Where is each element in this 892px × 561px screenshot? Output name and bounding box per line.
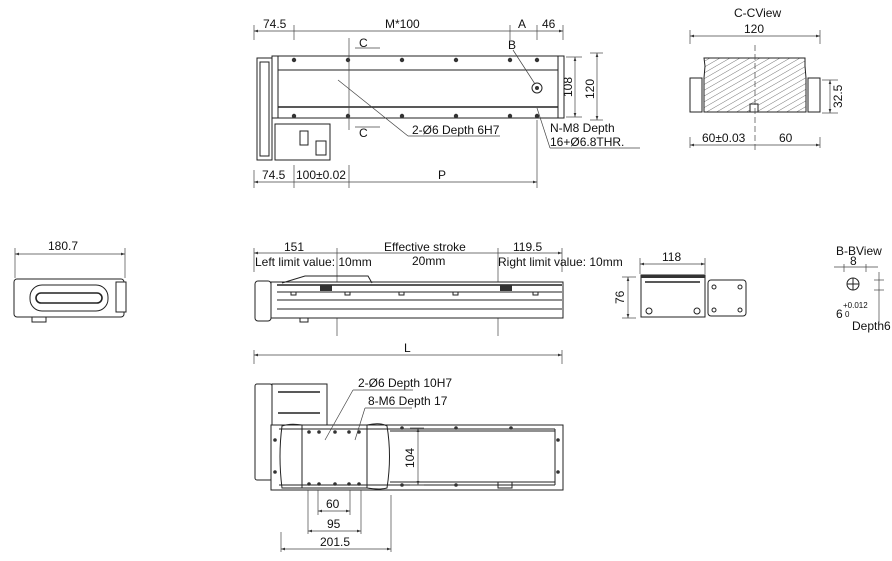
dim-a: A bbox=[518, 17, 526, 31]
stroke-value: 20mm bbox=[412, 254, 445, 268]
bb-tol-upper: +0.012 bbox=[843, 301, 868, 310]
dim-120: 120 bbox=[583, 79, 597, 99]
dim-104: 104 bbox=[403, 448, 417, 468]
mounting-holes bbox=[291, 57, 540, 119]
cc-dim-60-tol: 60±0.03 bbox=[702, 131, 746, 145]
dim-108: 108 bbox=[561, 77, 575, 97]
dim-p: P bbox=[438, 168, 446, 182]
side-view: 151 Effective stroke 119.5 Left limit va… bbox=[253, 240, 636, 336]
dim-118: 118 bbox=[662, 250, 681, 264]
cc-view-title: C-CView bbox=[734, 6, 781, 20]
section-mark-c-top: C bbox=[359, 36, 368, 50]
bb-dia-6: 6 bbox=[836, 307, 843, 321]
bb-view-title: B-BView bbox=[836, 244, 882, 258]
right-end-view: 118 bbox=[639, 250, 747, 318]
callout-thread-bottom: 8-M6 Depth 17 bbox=[368, 394, 448, 408]
point-b-label: B bbox=[508, 38, 516, 52]
left-end-view: 180.7 bbox=[13, 239, 127, 323]
right-limit-label: Right limit value: 10mm bbox=[498, 255, 623, 269]
callout-pin-hole: 2-Ø6 Depth 6H7 bbox=[412, 123, 500, 137]
motor-end-plate bbox=[256, 57, 273, 161]
dim-74-5-top: 74.5 bbox=[263, 17, 287, 31]
cc-dim-120: 120 bbox=[744, 22, 764, 36]
cc-dim-32-5: 32.5 bbox=[831, 84, 845, 108]
carriage-bellows-left bbox=[279, 423, 303, 489]
callout-thread-line1: N-M8 Depth bbox=[550, 121, 615, 135]
actuator-body bbox=[271, 55, 565, 119]
bb-tol-lower: 0 bbox=[845, 310, 850, 319]
point-b-hole bbox=[531, 82, 543, 94]
dim-46: 46 bbox=[542, 17, 556, 31]
effective-stroke-label: Effective stroke bbox=[384, 240, 466, 254]
bb-depth: Depth6 bbox=[852, 319, 891, 333]
b-b-view: B-BView 8 6 +0.012 0 Depth6 bbox=[834, 244, 891, 333]
bb-dim-8: 8 bbox=[850, 254, 857, 268]
dim-180-7: 180.7 bbox=[48, 239, 78, 253]
dim-201-5: 201.5 bbox=[320, 535, 350, 549]
c-c-view: C-CView 120 32.5 60±0.03 60 bbox=[689, 6, 845, 150]
bottom-view: L 104 2-Ø6 Depth 10H7 8-M6 Depth 17 60 9… bbox=[253, 341, 564, 552]
callout-thread-line2: 16+Ø6.8THR. bbox=[550, 135, 624, 149]
section-mark-c-bottom: C bbox=[359, 126, 368, 140]
dim-m-100: M*100 bbox=[385, 17, 420, 31]
dim-100: 100±0.02 bbox=[296, 168, 346, 182]
top-view: C C B 74.5 M*100 A 46 74.5 100±0.02 P 10… bbox=[253, 17, 640, 188]
cc-dim-60: 60 bbox=[779, 131, 793, 145]
callout-pin-hole-bottom: 2-Ø6 Depth 10H7 bbox=[358, 376, 452, 390]
dim-95: 95 bbox=[327, 517, 341, 531]
dim-l: L bbox=[404, 341, 411, 355]
dim-60: 60 bbox=[326, 497, 340, 511]
dim-74-5-bottom: 74.5 bbox=[262, 168, 286, 182]
dim-119-5: 119.5 bbox=[513, 240, 542, 254]
dim-151: 151 bbox=[284, 240, 304, 254]
dim-76: 76 bbox=[613, 290, 627, 304]
left-limit-label: Left limit value: 10mm bbox=[255, 255, 372, 269]
motor-box bbox=[274, 123, 331, 161]
